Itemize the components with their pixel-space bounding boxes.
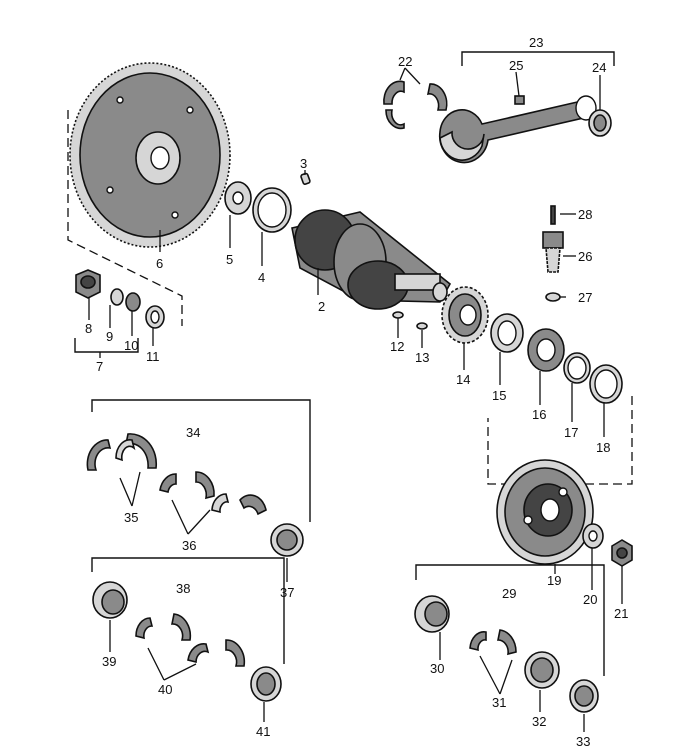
- label-40: 40: [158, 682, 172, 697]
- label-2: 2: [318, 299, 325, 314]
- spacer-washer-27: [545, 292, 561, 302]
- bearing-shells-40: [135, 613, 246, 667]
- label-36: 36: [182, 538, 196, 553]
- bearing-30: [414, 595, 450, 633]
- label-4: 4: [258, 270, 265, 285]
- conrod-bearing-shells-22: [383, 80, 448, 130]
- label-19: 19: [547, 573, 561, 588]
- main-bearing-37: [270, 523, 304, 557]
- gland-nut: [75, 269, 101, 299]
- piston-pin-bush-24: [588, 109, 612, 137]
- label-5: 5: [226, 252, 233, 267]
- dowel-pin-3: [300, 172, 311, 185]
- label-26: 26: [578, 249, 592, 264]
- label-38: 38: [176, 581, 190, 596]
- leader-lines: [88, 67, 623, 604]
- label-37: 37: [280, 585, 294, 600]
- label-8: 8: [85, 321, 92, 336]
- oil-seal-11: [145, 305, 165, 329]
- label-30: 30: [430, 661, 444, 676]
- bearing-33: [569, 679, 599, 713]
- label-3: 3: [300, 156, 307, 171]
- connecting-rod: [438, 95, 597, 164]
- label-7: 7: [96, 359, 103, 374]
- label-22: 22: [398, 54, 412, 69]
- conrod-nut-25: [514, 95, 525, 105]
- label-23: 23: [529, 35, 543, 50]
- pin-28: [550, 205, 556, 225]
- bearing-shells-31: [469, 629, 517, 656]
- crankshaft: [291, 209, 452, 310]
- label-16: 16: [532, 407, 546, 422]
- label-25: 25: [509, 58, 523, 73]
- label-24: 24: [592, 60, 606, 75]
- bearing-41: [250, 666, 282, 702]
- circlip-17: [563, 352, 591, 384]
- crankshaft-gear: [441, 286, 489, 344]
- label-6: 6: [156, 256, 163, 271]
- pulley-bolt-21: [611, 539, 633, 567]
- crankshaft-pulley: [496, 459, 594, 565]
- woodruff-key-12: [392, 311, 404, 319]
- label-35: 35: [124, 510, 138, 525]
- label-18: 18: [596, 440, 610, 455]
- flange-plate-5: [224, 181, 252, 215]
- label-32: 32: [532, 714, 546, 729]
- label-27: 27: [578, 290, 592, 305]
- needle-bearing: [125, 292, 141, 312]
- felt-ring: [110, 288, 124, 306]
- label-15: 15: [492, 388, 506, 403]
- label-20: 20: [583, 592, 597, 607]
- main-bearings-36: [159, 471, 267, 516]
- label-14: 14: [456, 372, 470, 387]
- spacer-15: [490, 313, 524, 353]
- woodruff-key-13: [416, 322, 428, 330]
- label-31: 31: [492, 695, 506, 710]
- washer-20: [582, 523, 604, 549]
- distributor-drive-pinion: [542, 231, 564, 273]
- label-11: 11: [146, 349, 160, 364]
- bearing-32: [524, 651, 560, 689]
- distributor-gear-16: [527, 328, 565, 372]
- label-17: 17: [564, 425, 578, 440]
- label-33: 33: [576, 734, 590, 748]
- label-28: 28: [578, 207, 592, 222]
- label-12: 12: [390, 339, 404, 354]
- o-ring-4: [252, 187, 292, 233]
- label-21: 21: [614, 606, 628, 621]
- main-bearings-35: [86, 433, 158, 471]
- label-39: 39: [102, 654, 116, 669]
- label-29: 29: [502, 586, 516, 601]
- flywheel: [69, 62, 231, 248]
- bearing-39: [92, 581, 128, 619]
- label-9: 9: [106, 329, 113, 344]
- label-10: 10: [124, 338, 138, 353]
- part-numbers: 2 3 4 5 6 7 8 9 10 11 12 13 14 15 16 17 …: [85, 35, 628, 748]
- label-13: 13: [415, 350, 429, 365]
- label-41: 41: [256, 724, 270, 739]
- label-34: 34: [186, 425, 200, 440]
- oil-thrower-18: [589, 364, 623, 404]
